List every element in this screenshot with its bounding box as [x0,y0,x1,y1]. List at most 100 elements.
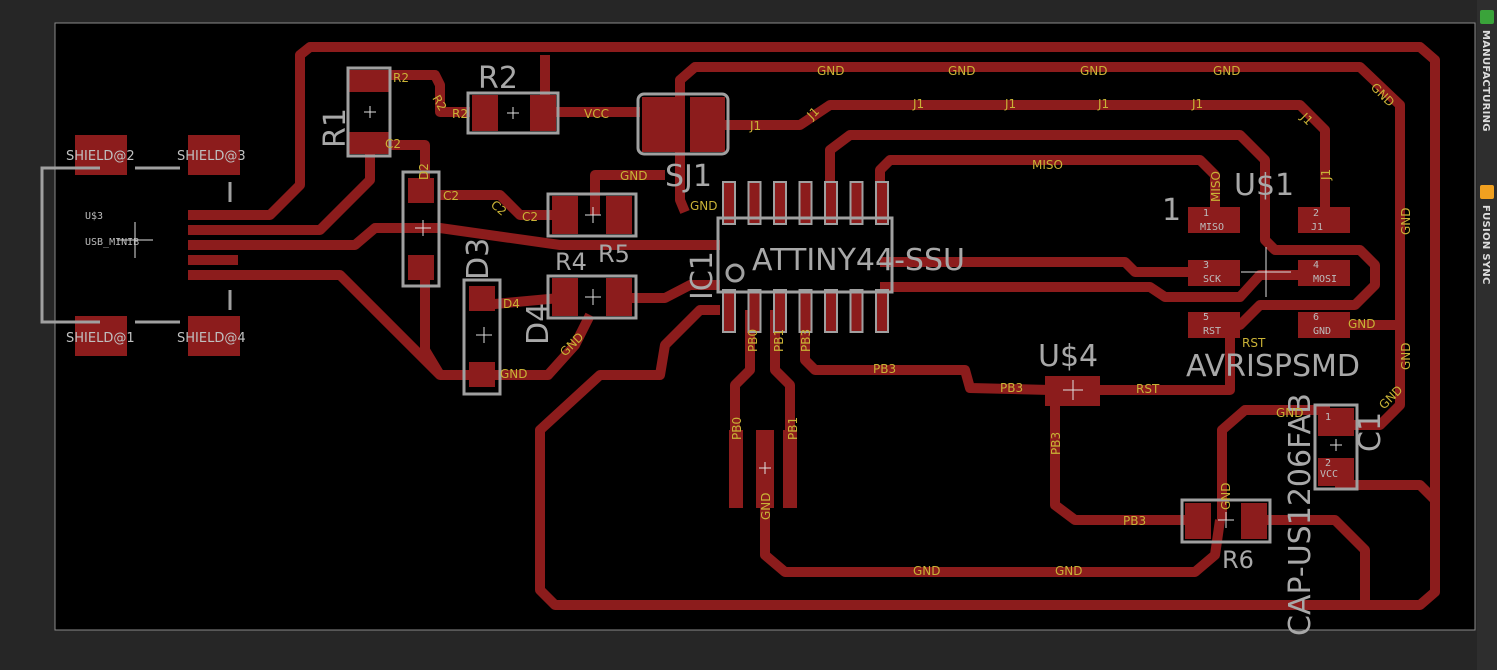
smd-pad[interactable] [1185,503,1211,539]
trace[interactable] [1050,400,1200,525]
smd-pad[interactable] [606,278,632,316]
ic1-pin[interactable] [824,289,838,333]
net-label-miso: MISO [1209,171,1223,202]
trace[interactable] [440,190,560,220]
smd-pad[interactable] [349,70,389,92]
trace[interactable] [1090,325,1235,395]
trace[interactable] [420,280,445,378]
ic1-pin[interactable] [773,181,787,225]
ic1-pin[interactable] [773,289,787,333]
smd-pad[interactable] [1298,260,1350,286]
ic1-pin[interactable] [875,181,889,225]
smd-pad[interactable] [1318,458,1354,486]
trace[interactable] [875,155,1220,215]
origin-cross-icon [1241,247,1291,297]
ic1-pin[interactable] [747,289,762,333]
net-label-pb0: PB0 [746,329,760,352]
smd-pad[interactable] [690,97,725,152]
smd-pad[interactable] [188,210,238,220]
smd-pad[interactable] [188,135,240,175]
trace[interactable] [630,280,720,303]
net-label-pb1: PB1 [772,329,786,352]
ic1-pin[interactable] [798,289,813,333]
net-label-d4: D4 [503,297,520,311]
trace[interactable] [880,257,1215,277]
manufacturing-tab[interactable]: MANUFACTURING [1477,0,1497,132]
smd-pad[interactable] [552,196,578,234]
trace[interactable] [188,42,1440,610]
d3-name: D3 [461,238,496,280]
trace[interactable] [1335,480,1439,504]
net-label-r2: R2 [429,93,449,114]
smd-pad[interactable] [188,316,240,356]
trace[interactable] [188,223,720,250]
right-side-panel: MANUFACTURING FUSION SYNC [1477,0,1497,670]
r1-name: R1 [318,108,353,148]
trace[interactable] [675,62,1405,430]
trace[interactable] [370,70,470,117]
smd-pad[interactable] [1298,312,1350,338]
trace[interactable] [880,270,1320,302]
ic1-pin[interactable] [875,289,889,333]
smd-pad[interactable] [530,95,556,131]
smd-pad[interactable] [1188,312,1240,338]
net-label-r2: R2 [393,71,409,85]
fusion-sync-tab-label: FUSION SYNC [1480,205,1491,285]
shield4-label: SHIELD@4 [177,331,246,346]
pad-number: 6 [1313,312,1319,323]
r4-outline [546,274,638,320]
ic1-pin[interactable] [747,181,762,225]
trace[interactable] [590,170,665,215]
ic1-pin[interactable] [722,181,736,225]
net-label-gnd: GND [913,564,941,578]
trace[interactable] [825,130,1380,330]
smd-pad[interactable] [606,196,632,234]
fusion-sync-tab[interactable]: FUSION SYNC [1477,175,1497,285]
smd-pad[interactable] [188,225,238,235]
ic1-pin[interactable] [824,181,838,225]
fusion-sync-icon [1480,185,1494,199]
pad-label-miso: MISO [1200,222,1224,233]
smd-pad[interactable] [642,97,677,152]
trace[interactable] [760,470,1225,577]
us1-pin1: 1 [1162,193,1181,228]
smd-pad[interactable] [783,430,797,508]
smd-pad[interactable] [552,278,578,316]
pad-label-gnd: GND [1313,326,1331,337]
ic1-pin[interactable] [849,181,864,225]
smd-pad[interactable] [1298,207,1350,233]
smd-pad[interactable] [188,270,238,280]
ic1-pin[interactable] [849,289,864,333]
net-label-gnd: GND [759,492,773,520]
net-label-c2: C2 [443,189,459,203]
net-label-pb0: PB0 [730,417,744,440]
smd-pad[interactable] [1318,408,1354,436]
pad-labels: 1 MISO 2 J1 3 SCK 4 MOSI 5 RST 6 GND VCC… [1200,208,1338,480]
smd-pad[interactable] [188,240,238,250]
smd-pad[interactable] [729,430,743,508]
smd-pad[interactable] [1241,503,1267,539]
ic1-pin[interactable] [722,289,736,333]
smd-pad[interactable] [469,362,495,387]
trace[interactable] [800,310,1051,395]
smd-pad[interactable] [472,95,498,131]
pad-number: 4 [1313,260,1319,271]
trace[interactable] [188,145,375,235]
copper-traces [188,42,1440,610]
smd-pad[interactable] [408,178,434,203]
ic1-pin[interactable] [798,181,813,225]
smd-pad[interactable] [1188,207,1240,233]
net-label-d2: D2 [417,163,431,180]
pad-number: 1 [1203,208,1209,219]
r4-name: R4 [555,248,587,276]
smd-pad[interactable] [408,255,434,280]
trace[interactable] [1250,515,1370,605]
smd-pad[interactable] [469,286,495,311]
trace[interactable] [710,100,1330,215]
net-label-pb3: PB3 [799,329,813,352]
trace[interactable] [1217,405,1330,520]
smd-pad[interactable] [188,255,238,265]
smd-pad[interactable] [1188,260,1240,286]
smd-pad[interactable] [349,132,389,154]
